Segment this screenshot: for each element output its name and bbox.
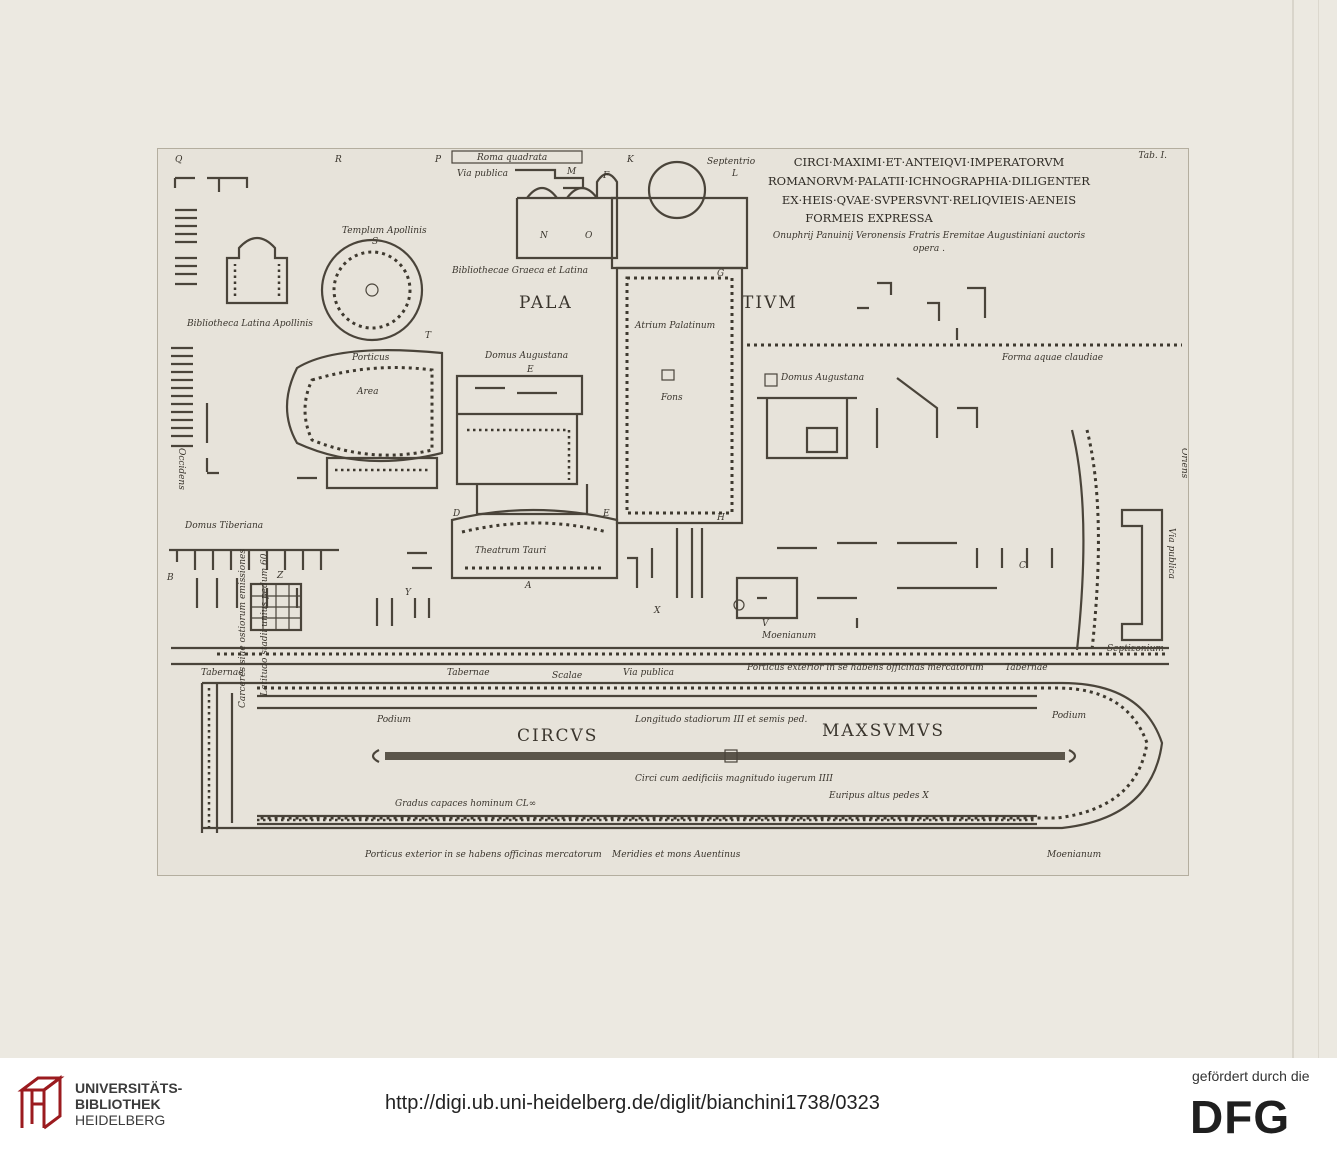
label-forma-aquae: Forma aquae claudiae bbox=[1001, 353, 1103, 363]
circus-outer-wall bbox=[202, 681, 1164, 830]
label-domus-augustana-2: Domus Augustana bbox=[780, 373, 864, 383]
svg-text:D: D bbox=[452, 509, 460, 519]
university-library-logo-icon bbox=[17, 1075, 65, 1130]
label-tabernae-2: Tabernae bbox=[447, 668, 490, 678]
label-moenianum-2: Moenianum bbox=[1046, 850, 1101, 860]
septizonium-building bbox=[1120, 508, 1164, 642]
label-templum-apollinis: Templum Apollinis bbox=[342, 226, 427, 236]
svg-text:L: L bbox=[731, 169, 738, 179]
label-porticus-exterior: Porticus exterior in se habens officinas… bbox=[746, 663, 984, 673]
label-porticus: Porticus bbox=[351, 353, 390, 363]
label-podium-1: Podium bbox=[376, 715, 411, 725]
domus-augustana-west bbox=[455, 374, 584, 486]
label-bibliothecae: Bibliothecae Graeca et Latina bbox=[451, 266, 588, 276]
svg-text:N: N bbox=[539, 231, 549, 241]
label-gradus: Gradus capaces hominum CL∞ bbox=[395, 799, 536, 809]
label-circi-cum: Circi cum aedificiis magnitudo iugerum I… bbox=[635, 774, 833, 784]
svg-text:B: B bbox=[166, 573, 174, 583]
label-porticus-exterior-2: Porticus exterior in se habens officinas… bbox=[364, 850, 602, 860]
sponsor-text: gefördert durch die bbox=[1192, 1068, 1310, 1084]
footer-bar bbox=[0, 1058, 1337, 1150]
svg-text:O: O bbox=[585, 231, 593, 241]
title-line-4: FORMEIS EXPRESSA bbox=[805, 211, 933, 225]
svg-text:K: K bbox=[626, 155, 635, 165]
carceres-block bbox=[200, 683, 234, 833]
left-ruins-mid bbox=[171, 346, 219, 475]
university-name-line-1: UNIVERSITÄTS- bbox=[75, 1080, 183, 1096]
label-atrium: Atrium Palatinum bbox=[634, 321, 715, 331]
domus-augustana-east bbox=[757, 377, 979, 460]
label-circus: CIRCVS bbox=[517, 726, 598, 746]
svg-text:Z: Z bbox=[276, 571, 284, 581]
label-podium-2: Podium bbox=[1051, 711, 1086, 721]
svg-text:R: R bbox=[334, 155, 342, 165]
bibliotheca-latina-building bbox=[225, 236, 289, 305]
templum-apollinis-outer bbox=[320, 238, 424, 342]
svg-text:T: T bbox=[425, 331, 432, 341]
label-meridies: Meridies et mons Auentinus bbox=[611, 850, 741, 860]
roma-quadrata-wall bbox=[451, 150, 583, 164]
label-maxsumus: MAXSVMVS bbox=[822, 721, 945, 741]
circus-seating-south bbox=[257, 814, 1037, 826]
circus-seating-north bbox=[257, 694, 1037, 710]
label-domus-tiberiana: Domus Tiberiana bbox=[184, 521, 263, 531]
label-longitudo: Longitudo stadiorum III et semis ped. bbox=[634, 715, 807, 725]
page-fold-2 bbox=[1318, 0, 1319, 1058]
attribution-line-1: Onuphrij Panuinij Veronensis Fratris Ere… bbox=[773, 231, 1086, 241]
svg-text:Y: Y bbox=[405, 588, 412, 598]
svg-text:P: P bbox=[434, 155, 442, 165]
label-oriens: Oriens bbox=[1179, 448, 1187, 479]
svg-text:E: E bbox=[526, 365, 534, 375]
label-scalae: Scalae bbox=[552, 671, 582, 681]
svg-text:E: E bbox=[602, 509, 610, 519]
palatine-circus-plan: Tab. I. CIRCI·MAXIMI·ET·ANTEIQVI·IMPERAT… bbox=[166, 150, 1187, 860]
svg-text:M: M bbox=[566, 167, 577, 177]
label-occidens: Occidens bbox=[176, 448, 186, 490]
label-theatrum: Theatrum Tauri bbox=[475, 546, 546, 556]
atrium-rotunda bbox=[647, 160, 707, 220]
label-via-publica-top: Via publica bbox=[457, 169, 508, 179]
label-moenianum-1: Moenianum bbox=[761, 631, 816, 641]
university-name-line-2: BIBLIOTHEK bbox=[75, 1096, 161, 1112]
svg-text:S: S bbox=[372, 237, 378, 247]
atrium-palatinum-court bbox=[615, 266, 744, 525]
title-line-2: ROMANORVM·PALATII·ICHNOGRAPHIA·DILIGENTE… bbox=[768, 174, 1090, 188]
title-line-3: EX·HEIS·QVAE·SVPERSVNT·RELIQVIEIS·AENEIS bbox=[782, 193, 1076, 207]
svg-text:V: V bbox=[762, 619, 770, 629]
bibliothecae-rooms bbox=[515, 168, 619, 260]
dfg-logo: DFG bbox=[1190, 1091, 1291, 1143]
title-line-1: CIRCI·MAXIMI·ET·ANTEIQVI·IMPERATORVM bbox=[794, 155, 1065, 169]
plate-number: Tab. I. bbox=[1138, 151, 1167, 161]
svg-text:F: F bbox=[602, 171, 610, 181]
label-tabernae-1: Tabernae bbox=[201, 668, 244, 678]
label-euripus: Euripus altus pedes X bbox=[828, 791, 929, 801]
label-carceres: Carceres siue ostiorum emissiones bbox=[238, 549, 248, 708]
svg-text:G: G bbox=[717, 269, 724, 279]
domus-tiberiana-walls bbox=[169, 548, 339, 570]
page-fold bbox=[1292, 0, 1294, 1058]
permalink-url[interactable]: http://digi.ub.uni-heidelberg.de/diglit/… bbox=[385, 1092, 880, 1114]
label-fons: Fons bbox=[660, 393, 683, 403]
label-via-publica-right: Via publica bbox=[1166, 528, 1176, 579]
left-ruins-top bbox=[173, 176, 249, 286]
label-tabernae-3: Tabernae bbox=[1005, 663, 1048, 673]
label-latitudo: Latitudo stadii unius pedum 60. bbox=[260, 550, 270, 697]
svg-text:A: A bbox=[524, 581, 532, 591]
label-tium: TIVM bbox=[742, 293, 798, 313]
svg-text:C: C bbox=[1019, 561, 1026, 571]
label-area: Area bbox=[356, 387, 379, 397]
area-enclosure bbox=[285, 349, 444, 463]
label-roma-quadrata: Roma quadrata bbox=[476, 153, 547, 163]
svg-text:X: X bbox=[653, 606, 661, 616]
svg-text:Q: Q bbox=[175, 155, 183, 165]
svg-text:H: H bbox=[716, 513, 725, 523]
label-domus-augustana-1: Domus Augustana bbox=[484, 351, 568, 361]
label-septentrio: Septentrio bbox=[707, 157, 756, 167]
university-name-line-3: HEIDELBERG bbox=[75, 1112, 166, 1128]
east-arcade bbox=[1070, 429, 1085, 651]
label-via-publica-mid: Via publica bbox=[623, 668, 674, 678]
label-bibliotheca-latina: Bibliotheca Latina Apollinis bbox=[186, 319, 313, 329]
label-pala: PALA bbox=[519, 293, 573, 313]
attribution-line-2: opera . bbox=[913, 244, 945, 254]
